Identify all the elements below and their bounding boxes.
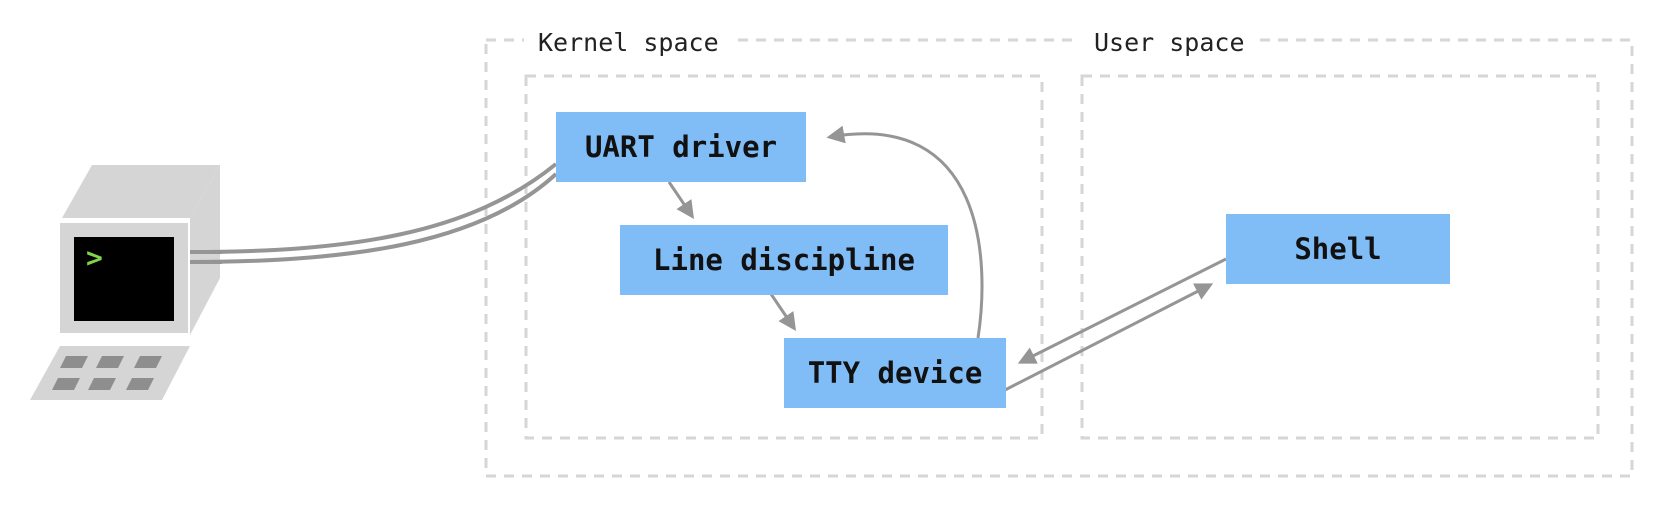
arrow-shell-to-tty (1017, 257, 1227, 364)
computer-terminal-icon (30, 165, 220, 400)
kernel-space-frame (524, 74, 1044, 440)
tty-device-box: TTY device (784, 338, 1006, 408)
user-space-label: User space (1080, 28, 1259, 58)
uart-driver-box: UART driver (556, 112, 806, 182)
terminal-prompt: > (86, 241, 103, 274)
arrow-tty-to-uart (826, 125, 984, 339)
line-discipline-box: Line discipline (620, 225, 948, 295)
shell-box: Shell (1226, 214, 1450, 284)
arrow-tty-to-shell (1004, 283, 1214, 392)
serial-cable (189, 162, 558, 264)
arrow-uart-to-ldisc (667, 181, 695, 219)
kernel-space-label: Kernel space (524, 28, 733, 58)
arrow-ldisc-to-tty (769, 293, 797, 331)
user-space-frame (1080, 74, 1600, 440)
